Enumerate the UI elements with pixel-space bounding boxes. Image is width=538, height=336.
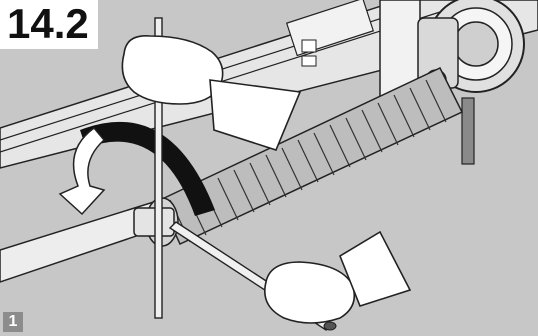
step-number-badge: 14.2 [0,0,98,49]
sub-step-badge: 1 [3,312,23,332]
